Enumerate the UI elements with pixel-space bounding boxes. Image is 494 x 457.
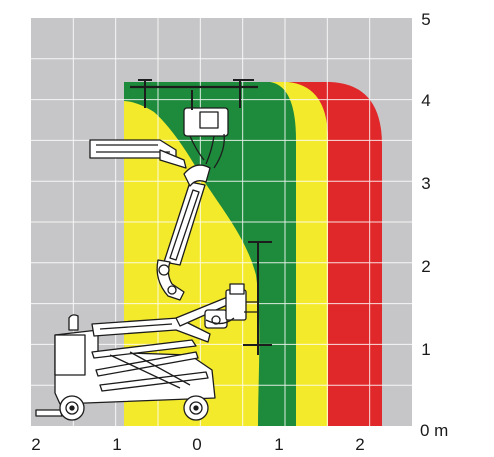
upper-boom-section <box>169 189 200 261</box>
basket-bracket <box>159 149 187 169</box>
x-tick-label: 1 <box>274 435 283 454</box>
y-tick-label: 4 <box>421 91 430 110</box>
counterweight <box>54 334 86 376</box>
boom-lift-machine <box>35 79 272 421</box>
scissor-arm <box>91 339 197 359</box>
front-step <box>35 409 63 417</box>
x-axis: 2 1 0 1 2 0 m <box>31 421 448 454</box>
y-tick-label: 5 <box>421 10 430 29</box>
scissor-link <box>109 354 181 389</box>
pivot-joint <box>211 315 221 325</box>
ceiling-bar-post <box>138 79 254 108</box>
tool-head-block <box>199 111 219 129</box>
x-tick-label: 2 <box>31 435 40 454</box>
wall-drill-link <box>205 317 235 325</box>
y-tick-label: 3 <box>421 174 430 193</box>
x-tick-label: 1 <box>112 435 121 454</box>
x-tick-label: 0 <box>192 435 201 454</box>
wall-drill-arm <box>244 301 258 313</box>
green-zone <box>124 82 296 426</box>
pivot-joint <box>167 285 177 295</box>
y-tick-label: 2 <box>421 257 430 276</box>
tool-hoses <box>189 133 225 169</box>
x-tick-label: 2 <box>355 435 364 454</box>
wall-drill-motor <box>229 283 245 295</box>
y-tick-label: 1 <box>421 340 430 359</box>
scissor-arm <box>95 351 199 377</box>
scissor-link <box>129 351 191 386</box>
wheel-front <box>59 395 85 421</box>
pivot-joint <box>158 264 170 276</box>
boom-detail <box>99 323 173 330</box>
x-unit-label: 0 m <box>420 421 448 440</box>
wheel-rear <box>183 395 209 421</box>
control-post <box>68 314 79 331</box>
scissor-arm <box>99 371 209 392</box>
wall-drill-column <box>243 241 272 355</box>
y-axis: 1 2 3 4 5 <box>421 10 430 359</box>
rotator <box>183 164 211 187</box>
